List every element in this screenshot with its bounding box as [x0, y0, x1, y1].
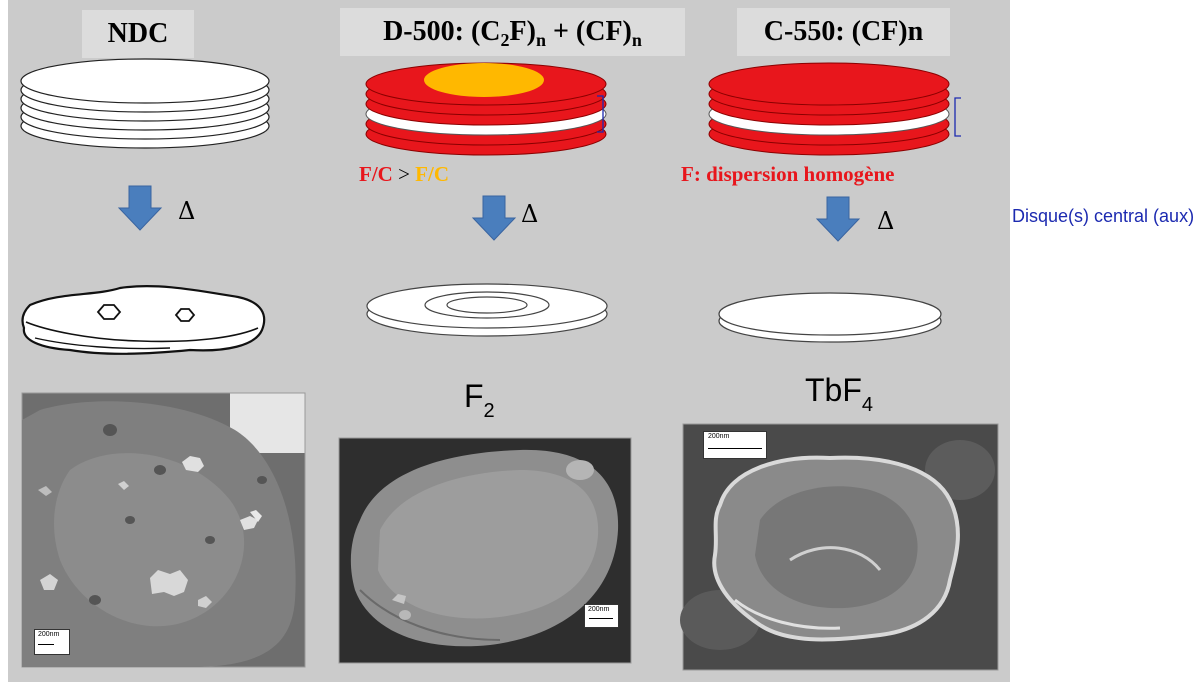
sem-image-ndc [21, 392, 306, 668]
title-c550: C-550: (CF)n [737, 8, 950, 56]
arrow-c550 [815, 196, 861, 242]
dispersion-label: F: dispersion homogène [681, 162, 895, 186]
ratio-right: F/C [415, 162, 449, 186]
d500-core-ellipse [424, 63, 544, 97]
sem-image-d500 [338, 437, 632, 664]
c550-disk-stack [708, 62, 950, 156]
c550-product-disk [718, 292, 942, 343]
scale-bar-d500: 200nm [584, 604, 619, 628]
d500-disk-stack [365, 62, 607, 156]
ndc-disk-stack [20, 58, 270, 149]
sem-image-c550 [680, 423, 999, 671]
d500-product-disk [366, 283, 608, 337]
title-ndc-text: NDC [107, 18, 169, 49]
ndc-product-sheet [21, 285, 266, 355]
title-d500-text: D-500: (C2F)n + (CF)n [383, 16, 642, 50]
delta-d500: Δ [521, 200, 539, 228]
delta-ndc: Δ [178, 197, 196, 225]
title-ndc: NDC [82, 10, 194, 58]
ratio-left: F/C [359, 162, 393, 186]
d500-bracket [597, 95, 604, 133]
central-disk-annotation: Disque(s) central (aux) [1012, 206, 1195, 226]
reagent-f2: F2 [464, 378, 495, 422]
delta-c550: Δ [877, 207, 895, 235]
c550-bracket [954, 97, 961, 137]
arrow-ndc [117, 185, 163, 231]
arrow-d500 [471, 195, 517, 241]
reagent-tbf4: TbF4 [805, 372, 874, 416]
scale-bar-c550: 200nm [703, 431, 767, 459]
scale-bar-ndc: 200nm [34, 629, 70, 655]
title-c550-text: C-550: (CF)n [763, 16, 924, 47]
title-d500: D-500: (C2F)n + (CF)n [340, 8, 685, 56]
ratio-label: F/C > F/C [359, 162, 449, 187]
ratio-operator: > [392, 162, 416, 186]
